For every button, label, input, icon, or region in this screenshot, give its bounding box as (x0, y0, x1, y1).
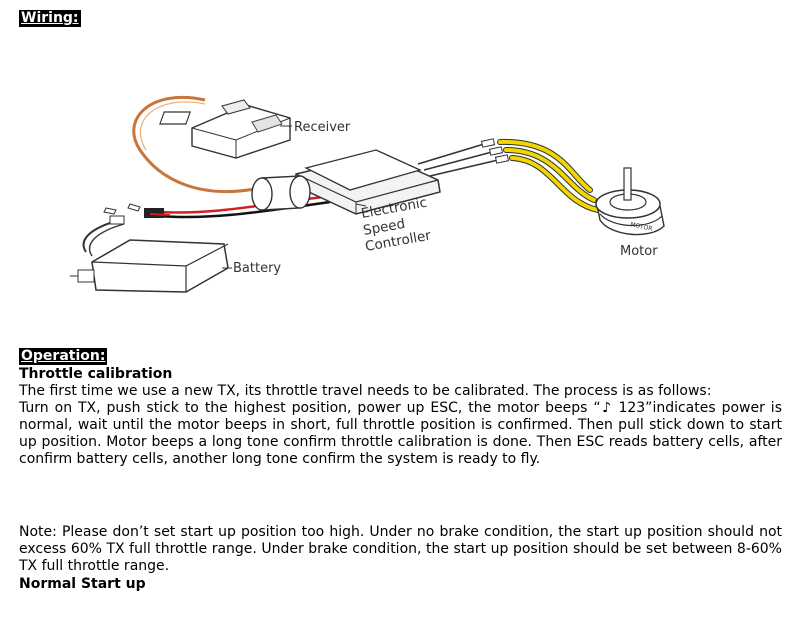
operation-heading: Operation: (19, 348, 108, 365)
receiver-wire (132, 95, 261, 193)
wiring-diagram: Receiver Battery Electronic Speed Contro… (70, 95, 665, 293)
intro-paragraph: The first time we use a new TX, its thro… (19, 383, 712, 399)
connector (103, 203, 171, 225)
wiring-heading: Wiring: (19, 10, 81, 27)
motor-wires (497, 138, 601, 213)
normal-start-up-heading: Normal Start up (19, 576, 146, 592)
note-paragraph: Note: Please don’t set start up position… (19, 524, 782, 574)
motor-can-text: MOTOR (630, 221, 653, 233)
battery-label: Battery (233, 261, 281, 276)
procedure-paragraph: Turn on TX, push stick to the highest po… (19, 400, 782, 467)
receiver-unit (159, 99, 291, 159)
esc-board (295, 149, 441, 215)
battery-pack (70, 239, 229, 293)
motor-unit: MOTOR (595, 167, 665, 236)
receiver-label: Receiver (294, 120, 351, 135)
esc-label-line2: Speed (362, 216, 406, 239)
throttle-calibration-heading: Throttle calibration (19, 366, 173, 382)
motor-label: Motor (620, 244, 658, 259)
capacitor (251, 175, 311, 211)
